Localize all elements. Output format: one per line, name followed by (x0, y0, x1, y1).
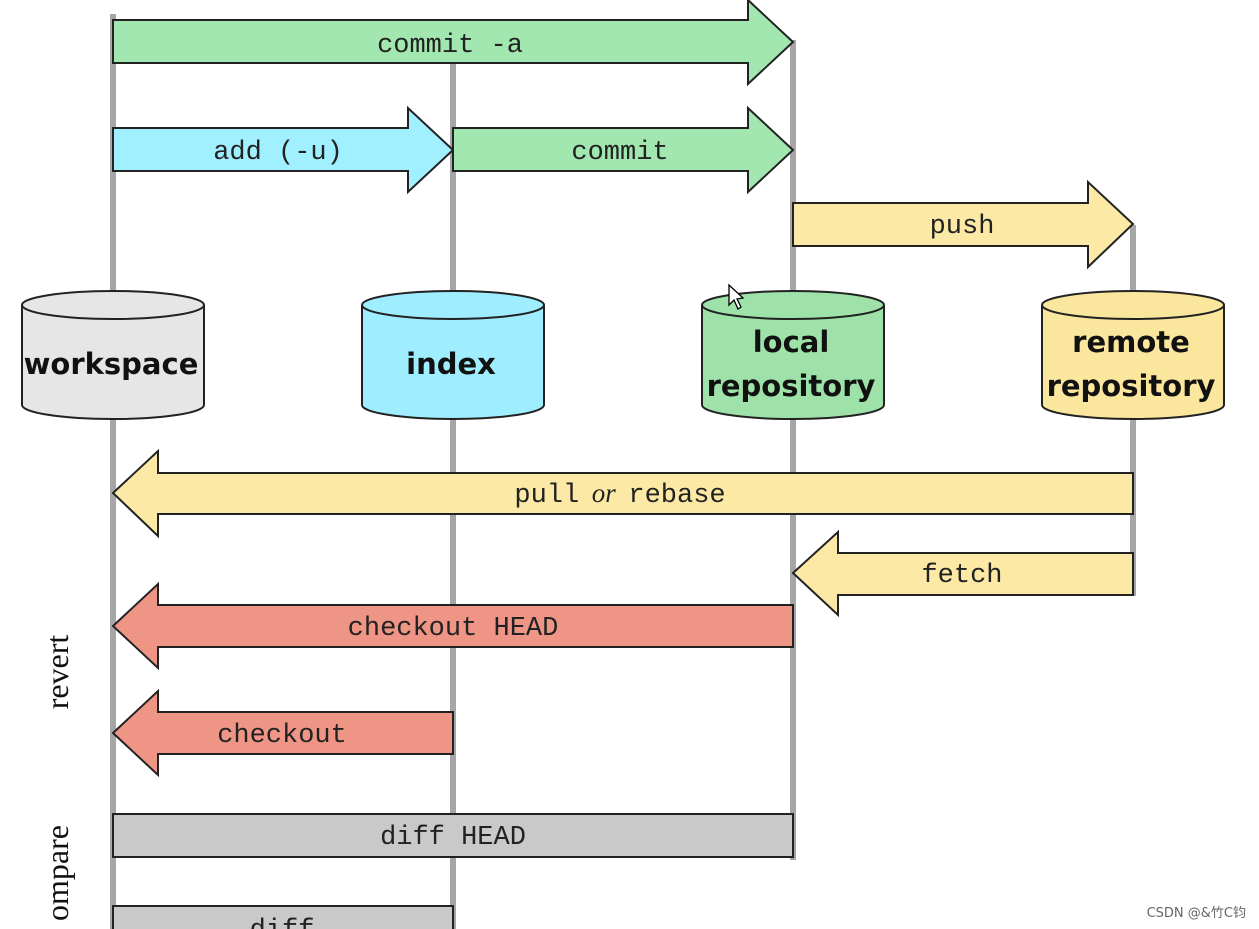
arrow-commit-a-label: commit -a (377, 31, 523, 61)
arrow-fetch-label: fetch (921, 561, 1002, 591)
arrow-commit: commit (452, 105, 795, 195)
arrow-pull-or-rebase: pull or rebase (111, 448, 1134, 539)
arrow-checkout-head-label: checkout HEAD (348, 614, 559, 644)
node-workspace-label: workspace (24, 347, 199, 381)
node-local-label-2: repository (707, 369, 876, 403)
node-remote-label-2: repository (1047, 369, 1216, 403)
node-remote-label-1: remote (1072, 325, 1190, 359)
bar-diff-label: diff (250, 916, 315, 929)
bar-diff: diff (112, 905, 454, 929)
node-index-label: index (406, 347, 496, 381)
bar-diff-head: diff HEAD (112, 813, 794, 858)
arrow-pull-label: pull or rebase (514, 478, 725, 511)
node-local-repository: local repository (701, 290, 885, 420)
node-local-label-1: local (753, 325, 830, 359)
arrow-commit-a: commit -a (112, 0, 795, 87)
side-label-revert: revert (39, 635, 75, 710)
arrow-commit-label: commit (571, 138, 668, 168)
mouse-cursor-icon (728, 283, 745, 310)
arrow-fetch: fetch (791, 529, 1134, 618)
node-workspace: workspace (21, 290, 205, 420)
arrow-checkout-label: checkout (217, 721, 347, 751)
bar-diff-head-label: diff HEAD (380, 823, 526, 853)
arrow-add-label: add (-u) (213, 138, 343, 168)
watermark: CSDN @&竹C钧 (1147, 906, 1246, 921)
arrow-add: add (-u) (112, 105, 455, 195)
node-index: index (361, 290, 545, 420)
arrow-checkout: checkout (111, 688, 454, 778)
arrow-push-label: push (930, 212, 995, 242)
arrow-push: push (792, 179, 1135, 270)
node-remote-repository: remote repository (1041, 290, 1225, 420)
side-label-compare: ompare (39, 825, 75, 921)
arrow-checkout-head: checkout HEAD (111, 581, 794, 671)
